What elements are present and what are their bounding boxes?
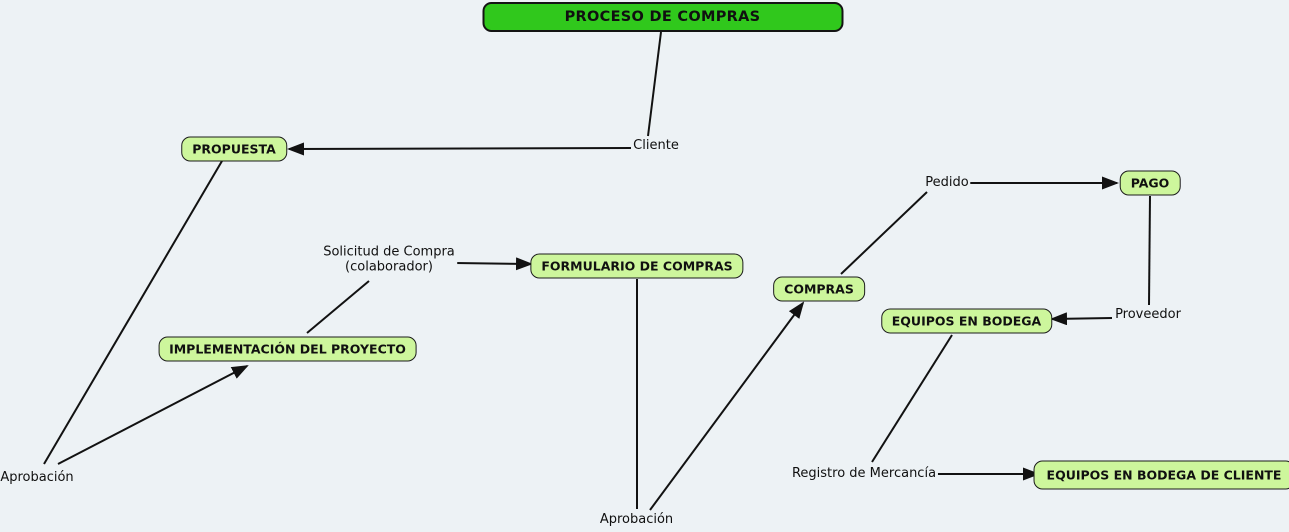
link-label-aprobacion-center[interactable]: Aprobación: [597, 511, 676, 528]
node-proceso-de-compras[interactable]: PROCESO DE COMPRAS: [482, 2, 843, 32]
link-label-cliente[interactable]: Cliente: [631, 137, 681, 154]
link-label-solicitud-line1: Solicitud de Compra: [323, 244, 455, 260]
node-pago[interactable]: PAGO: [1119, 170, 1181, 195]
link-label-proveedor[interactable]: Proveedor: [1113, 306, 1183, 323]
node-equipos-en-bodega[interactable]: EQUIPOS EN BODEGA: [880, 308, 1053, 334]
link-label-pedido[interactable]: Pedido: [923, 174, 971, 191]
node-propuesta[interactable]: PROPUESTA: [181, 136, 287, 161]
node-equipos-en-bodega-de-cliente[interactable]: EQUIPOS EN BODEGA DE CLIENTE: [1033, 460, 1289, 489]
link-label-solicitud-line2: (colaborador): [345, 259, 433, 274]
node-formulario-de-compras[interactable]: FORMULARIO DE COMPRAS: [530, 253, 744, 278]
node-compras[interactable]: COMPRAS: [773, 276, 865, 301]
node-implementacion-del-proyecto[interactable]: IMPLEMENTACIÓN DEL PROYECTO: [158, 336, 417, 361]
link-label-solicitud-de-compra[interactable]: Solicitud de Compra (colaborador): [321, 244, 457, 275]
link-label-aprobacion-left[interactable]: Aprobación: [0, 469, 76, 486]
link-label-registro-de-mercancia[interactable]: Registro de Mercancía: [789, 465, 939, 481]
